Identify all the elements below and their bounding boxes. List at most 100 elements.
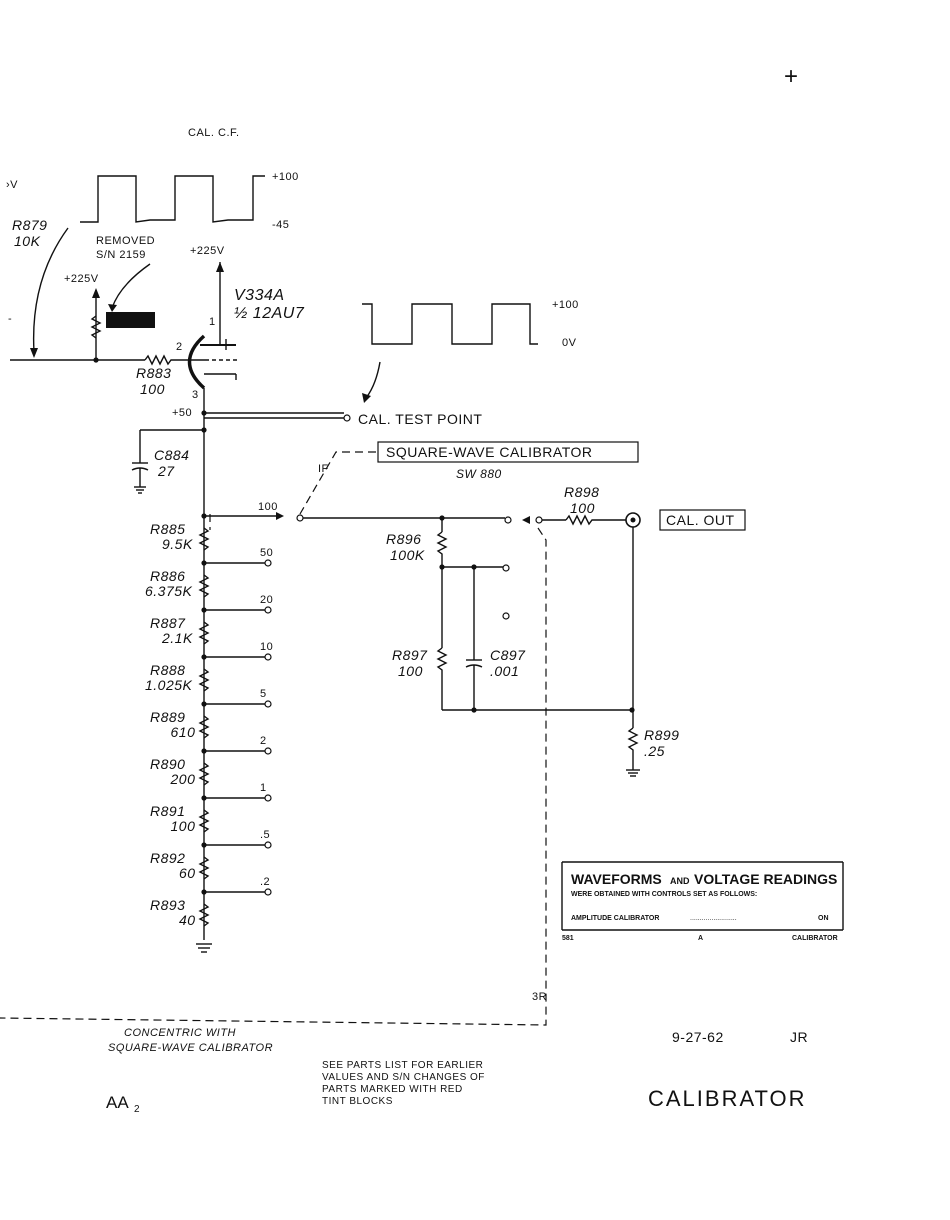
plus225-left-label: +225V bbox=[64, 273, 99, 285]
ladder-resistor-symbol bbox=[198, 527, 210, 551]
drafter-initials: JR bbox=[790, 1029, 808, 1045]
r897-name: R897 bbox=[392, 647, 428, 663]
ladder-resistor-value: 2.1K bbox=[161, 630, 193, 646]
parts-note-line1: SEE PARTS LIST FOR EARLIER bbox=[322, 1060, 483, 1071]
ladder-resistor-symbol bbox=[198, 762, 210, 786]
ladder-resistor-value: 60 bbox=[179, 865, 196, 881]
schematic-title: CALIBRATOR bbox=[648, 1086, 807, 1111]
cal-test-point-terminal[interactable] bbox=[343, 414, 351, 422]
info-box-row-value: ON bbox=[818, 915, 829, 922]
ladder-tap-label: 1 bbox=[260, 782, 267, 794]
ladder-resistor-symbol bbox=[198, 668, 210, 692]
r883-value: 100 bbox=[140, 381, 165, 397]
tube-pin2-label: 2 bbox=[176, 341, 183, 353]
ladder-tap-terminal[interactable] bbox=[264, 888, 272, 896]
r898-value: 100 bbox=[570, 500, 595, 516]
ladder-resistor-name: R893 bbox=[150, 897, 185, 913]
square-wave-calibrator-box bbox=[377, 441, 639, 463]
ladder-resistor-value: 6.375K bbox=[145, 583, 193, 599]
registration-plus-mark: + bbox=[784, 63, 798, 90]
ladder-resistor-symbol bbox=[198, 621, 210, 645]
c897-value: .001 bbox=[490, 663, 519, 679]
ladder-tap-terminal[interactable] bbox=[264, 700, 272, 708]
ladder-resistor-value: 610 bbox=[171, 724, 196, 740]
parts-note-line2: VALUES AND S/N CHANGES OF bbox=[322, 1072, 485, 1083]
waveform-grid-square-wave bbox=[80, 175, 265, 223]
waveform1-low-label: -45 bbox=[272, 219, 289, 231]
r879-name: R879 bbox=[12, 217, 47, 233]
ladder-resistor-name: R890 bbox=[150, 756, 185, 772]
waveform-info-box: WAVEFORMS AND VOLTAGE READINGS WERE OBTA… bbox=[561, 861, 844, 942]
square-wave-calibrator-label: SQUARE-WAVE CALIBRATOR bbox=[386, 444, 593, 460]
ladder-resistor-name: R886 bbox=[150, 568, 185, 584]
ladder-resistor-symbol bbox=[198, 574, 210, 598]
waveform-cathode-square-wave bbox=[362, 303, 538, 345]
sw880-label: SW 880 bbox=[456, 467, 502, 481]
r897-resistor-symbol bbox=[436, 647, 448, 710]
waveform2-high-label: +100 bbox=[552, 299, 579, 311]
cal-out-box bbox=[659, 509, 746, 531]
concentric-note-line2: SQUARE-WAVE CALIBRATOR bbox=[108, 1042, 273, 1054]
ladder-resistor-name: R885 bbox=[150, 521, 185, 537]
ladder-tap-terminal[interactable] bbox=[264, 747, 272, 755]
r899-name: R899 bbox=[644, 727, 679, 743]
ladder-resistor-name: R887 bbox=[150, 615, 186, 631]
ladder-tap-label: 2 bbox=[260, 735, 267, 747]
waveform2-low-label: 0V bbox=[562, 337, 577, 349]
ladder-tap-terminal[interactable] bbox=[264, 794, 272, 802]
ladder-tap-terminal[interactable] bbox=[264, 606, 272, 614]
switch-if-label: IF bbox=[318, 463, 329, 475]
drawing-date: 9-27-62 bbox=[672, 1029, 724, 1045]
r899-resistor-symbol bbox=[627, 727, 639, 770]
info-box-title-2: AND bbox=[670, 876, 690, 886]
ladder-tap-terminal[interactable] bbox=[264, 653, 272, 661]
r879-arrow-curve bbox=[32, 227, 69, 353]
r896-name: R896 bbox=[386, 531, 421, 547]
r883-name: R883 bbox=[136, 365, 171, 381]
r879-value: 10K bbox=[14, 233, 41, 249]
grid-resistor-symbol bbox=[90, 315, 102, 339]
ladder-resistor-symbol bbox=[198, 903, 210, 927]
r883-resistor-symbol bbox=[144, 354, 205, 366]
parts-note-line4: TINT BLOCKS bbox=[322, 1096, 393, 1107]
ladder-resistor-value: 1.025K bbox=[145, 677, 193, 693]
r897-value: 100 bbox=[398, 663, 423, 679]
tube-type: ½ 12AU7 bbox=[234, 305, 305, 322]
sheet-code: AA bbox=[106, 1093, 129, 1112]
plus50-label: +50 bbox=[172, 407, 192, 419]
ladder-tap-terminal[interactable] bbox=[264, 559, 272, 567]
tube-pin3-label: 3 bbox=[192, 389, 199, 401]
ladder-tap-label: .5 bbox=[260, 829, 270, 841]
removed-note-line2: S/N 2159 bbox=[96, 249, 146, 261]
ladder-resistor-name: R892 bbox=[150, 850, 185, 866]
concentric-note-line1: CONCENTRIC WITH bbox=[124, 1027, 236, 1039]
cal-test-point-label: CAL. TEST POINT bbox=[358, 411, 482, 427]
info-box-row-label: AMPLITUDE CALIBRATOR bbox=[571, 915, 659, 922]
ladder-resistor-symbol bbox=[198, 715, 210, 739]
info-box-footer-left: 581 bbox=[562, 935, 574, 942]
cal-out-label: CAL. OUT bbox=[666, 512, 735, 528]
ladder-resistor-name: R888 bbox=[150, 662, 185, 678]
label-3r: 3R bbox=[532, 991, 547, 1003]
ladder-resistor-value: 40 bbox=[179, 912, 196, 928]
ladder-resistor-value: 9.5K bbox=[162, 536, 193, 552]
ladder-resistor-symbol bbox=[198, 809, 210, 833]
removed-note-line1: REMOVED bbox=[96, 235, 155, 247]
r898-name: R898 bbox=[564, 484, 599, 500]
tube-v334a-symbol bbox=[187, 334, 238, 390]
info-box-title-3: VOLTAGE READINGS bbox=[694, 871, 837, 887]
c897-name: C897 bbox=[490, 647, 526, 663]
ladder-resistor-value: 100 bbox=[171, 818, 196, 834]
c884-name: C884 bbox=[154, 447, 189, 463]
ladder-tap-label: 50 bbox=[260, 547, 273, 559]
ladder-resistor-name: R889 bbox=[150, 709, 185, 725]
info-box-footer-mid: A bbox=[698, 935, 703, 942]
info-box-row-dots: ........................ bbox=[690, 915, 737, 922]
ladder-tap-label: 10 bbox=[260, 641, 273, 653]
info-box-subtitle: WERE OBTAINED WITH CONTROLS SET AS FOLLO… bbox=[571, 891, 757, 898]
attenuator-ladder: R8859.5K50R8866.375K20R8872.1K10R8881.02… bbox=[145, 521, 273, 928]
ladder-resistor-symbol bbox=[198, 856, 210, 880]
ladder-tap-terminal[interactable] bbox=[264, 841, 272, 849]
red-tint-block-marker bbox=[106, 312, 155, 328]
